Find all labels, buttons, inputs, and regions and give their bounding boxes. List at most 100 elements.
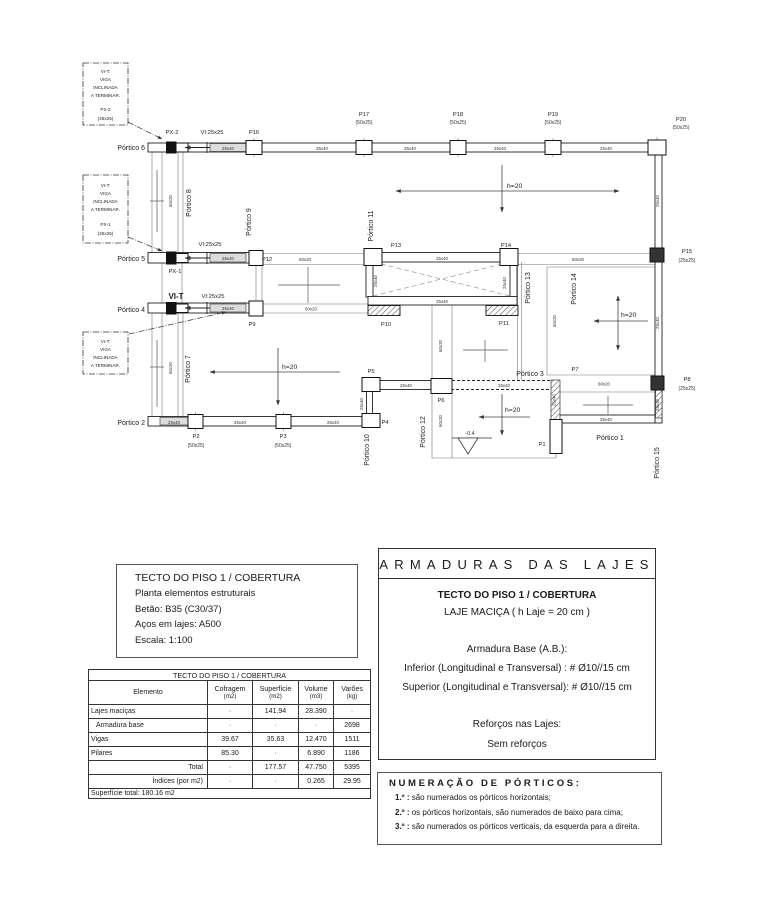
armaduras-header: ARMADURAS DAS LAJES [379,549,655,579]
numeracao-title: NUMERAÇÃO DE PÓRTICOS: [389,778,582,789]
callout2-ref: PX-1 [100,222,111,227]
column-p20-label: P20 [676,117,686,123]
armadura-inferior: Inferior (Longitudinal e Transversal) : … [404,663,630,674]
column-p2-size: (50x25) [188,443,205,449]
vi-t-label: VI-T [168,292,183,301]
slab-height-label: h=20 [621,312,637,319]
numeracao-item: 1.º : são numerados os pórticos horizont… [395,793,551,802]
portico-5-label: Pórtico 5 [117,256,145,263]
beam-dim-label: 25x40 [373,274,378,287]
column-p9-label: P9 [248,322,255,328]
callout3-line1: VI-T: [101,339,110,344]
callout3-line4: A TERMINAR. [91,363,120,368]
reforcos-value: Sem reforços [487,739,547,750]
portico-3-label: Pórtico 3 [516,371,544,378]
beam-dim-label: 25x40 [400,383,413,388]
slab-dim-label: 60x20 [572,257,585,262]
beam-dim-label: 25x40 [502,276,507,289]
column-p4-label: P4 [381,420,389,426]
column-p1-label: P1 [538,442,545,448]
col-header-cofragem: Cofragem(m2) [207,680,253,705]
beam-dim-label: 25x40 [655,398,660,411]
portico-4-label: Pórtico 4 [117,307,145,314]
slab-dim-label: 60x20 [168,361,173,374]
slab-height-label: h=20 [507,183,523,190]
column-p20-size: (50x25) [673,125,690,131]
callout1-ref: PX-2 [100,107,111,112]
callout1-line2: VIGA [100,77,112,82]
slab-dim-label: 60x20 [168,194,173,207]
span-direction-markers [150,170,633,414]
portico-8-label: Pórtico 8 [186,189,193,217]
column-px1-label: PX-1 [169,269,182,275]
steel-spec: Aços em lajes: A500 [135,619,222,630]
drawing-subtitle: Planta elementos estruturais [135,588,256,599]
column-p5-label: P5 [367,369,374,375]
columns-black [166,141,665,391]
column-p17-label: P17 [359,112,369,118]
beam-dim-label: 25x40 [168,420,181,425]
portico-13-label: Pórtico 13 [525,272,532,304]
column-p18-size: (50x25) [450,120,467,126]
beam-dim-label: 25x40 [222,256,235,261]
slab-dim-label: 60x20 [438,414,443,427]
col-header-volume: Volume(m3) [298,680,334,705]
drawing-title: TECTO DO PISO 1 / COBERTURA [135,572,301,584]
beam-dim-label: 25x40 [436,299,449,304]
scale-spec: Escala: 1:100 [135,634,193,646]
beam-dim-label: 25x40 [316,146,329,151]
void-x-hatch [372,261,511,297]
callout2-line3: INCLINADA [93,199,118,204]
beam-dim-label: 25x40 [234,420,247,425]
columns-white [175,139,667,454]
table-row: Armadura base···2698 [88,718,372,733]
numeracao-item: 2.º : os pórticos horizontais, são numer… [395,807,623,817]
callout1-line1: VI-T: [101,69,110,74]
column-p10-label: P10 [381,322,391,328]
beam-dim-label: 25x40 [404,146,417,151]
column-p19-label: P19 [548,112,558,118]
callout2-line4: A TERMINAR. [91,207,120,212]
quantities-table: TECTO DO PISO 1 / COBERTURA Elemento Cof… [87,669,372,799]
column-p2-label: P2 [192,434,199,440]
col-header-varoes: Varões(kg) [332,680,372,705]
column-p19-size: (50x25) [545,120,562,126]
column-p6-label: P6 [437,398,444,404]
level-value-label: -0.4 [466,431,475,437]
concrete-spec: Betão: B35 (C30/37) [135,603,222,615]
column-p8-size: (25x25) [679,386,696,392]
beam-dim-label: 25x40 [494,146,507,151]
portico-9-label: Pórtico 9 [246,208,253,236]
col-header-superficie: Superfície(m2) [252,680,299,705]
beam-dim-label: 25x40 [655,194,660,207]
slab-height-label: h=20 [282,364,298,371]
callout3-line2: VIGA [100,347,112,352]
callout2-line1: VI-T: [101,183,110,188]
column-p11-label: P11 [499,321,509,327]
column-p13-label: P13 [391,243,401,249]
vi-beam-label: VI:25x25 [201,130,224,136]
portico-7-label: Pórtico 7 [185,355,192,383]
drawing-info-box: TECTO DO PISO 1 / COBERTURA Planta eleme… [116,564,358,658]
portico-14-label: Pórtico 14 [571,273,578,305]
col-header-elemento: Elemento [88,680,208,705]
column-p14-label: P14 [501,243,512,249]
beam-dim-label: 25x40 [498,383,511,388]
beam-dim-label: 25x40 [600,417,613,422]
column-p18-label: P18 [453,112,463,118]
slab-dim-label: 60x20 [598,382,611,387]
portico-11-label: Pórtico 11 [368,210,375,241]
portico-1-label: Pórtico 1 [596,435,624,442]
column-p16-label: P16 [249,130,259,136]
slab-band-lines [151,137,658,459]
beam-dim-label: 25x40 [436,256,449,261]
portico-12-label: Pórtico 12 [420,416,427,448]
vi-beam-label-p4: VI:25x25 [202,294,225,300]
column-p8-label: P8 [683,377,690,383]
column-p3-label: P3 [279,434,286,440]
beam-dim-label: 25x40 [552,393,557,406]
callout1-size: (25x25) [98,116,114,121]
table-footer-row: Superfície total: 180.16 m2 [87,788,372,799]
table-title: TECTO DO PISO 1 / COBERTURA [87,669,372,681]
